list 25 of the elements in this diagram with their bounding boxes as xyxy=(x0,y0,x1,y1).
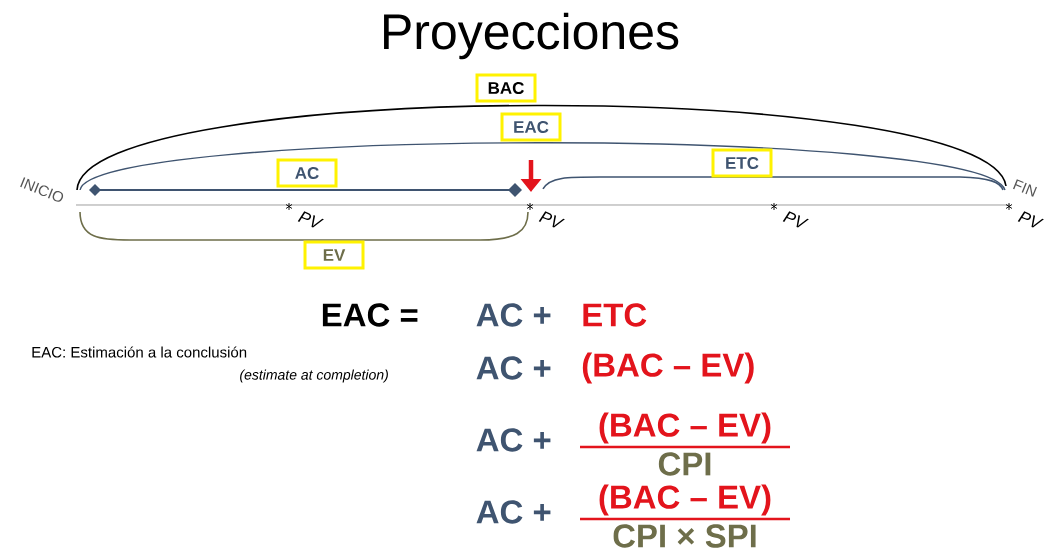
label-box: EV xyxy=(303,240,365,270)
formula-term: (BAC – EV) xyxy=(599,484,771,516)
label-box: EAC xyxy=(500,112,562,142)
formula-term: AC + xyxy=(476,356,551,380)
marker-label: PV xyxy=(782,211,809,228)
marker-label: PV xyxy=(538,211,565,228)
endpoint-label: FIN xyxy=(1013,179,1037,197)
formula-term: AC + xyxy=(476,303,551,327)
note: EAC: Estimación a la conclusión xyxy=(32,346,247,358)
note: (estimate at completion) xyxy=(240,369,388,383)
formula-term: CPI xyxy=(658,452,711,476)
formula-term: ETC xyxy=(583,303,647,327)
label-box: BAC xyxy=(475,73,537,103)
formula-term: CPI × SPI xyxy=(613,524,756,548)
marker-label: PV xyxy=(297,211,324,228)
endpoint-label: INICIO xyxy=(20,177,64,202)
formula-term: (BAC – EV) xyxy=(582,352,754,384)
formula-term: EAC = xyxy=(322,303,418,327)
formula-term: (BAC – EV) xyxy=(599,412,771,444)
label-box: ETC xyxy=(711,148,773,178)
title: Proyecciones xyxy=(384,12,679,60)
marker-label: PV xyxy=(1017,211,1044,228)
formula-term: AC + xyxy=(476,428,551,452)
formula-term: AC + xyxy=(476,500,551,524)
label-box: AC xyxy=(276,158,338,188)
